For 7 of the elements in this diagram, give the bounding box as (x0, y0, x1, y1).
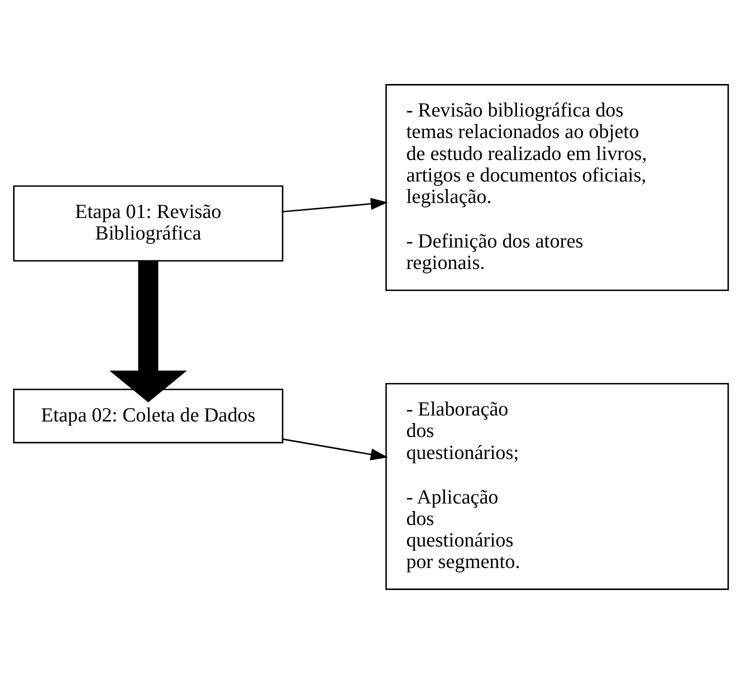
node-box: - Revisão bibliográfica dos temas relacionados ao objeto de estudo realizado em livros, artigos e documentos oficiais, legislação. - Definição dos atores regionais. (385, 84, 729, 290)
arrow (282, 438, 388, 460)
arrow (282, 197, 388, 212)
arrow (109, 260, 188, 402)
node-box: Etapa 02: Coleta de Dados (13, 388, 284, 443)
node-box: Etapa 01: Revisão Bibliográfica (13, 184, 284, 262)
node-box: - Elaboração dos questionários; - Aplicação dos questionários por segmento. (385, 382, 729, 590)
